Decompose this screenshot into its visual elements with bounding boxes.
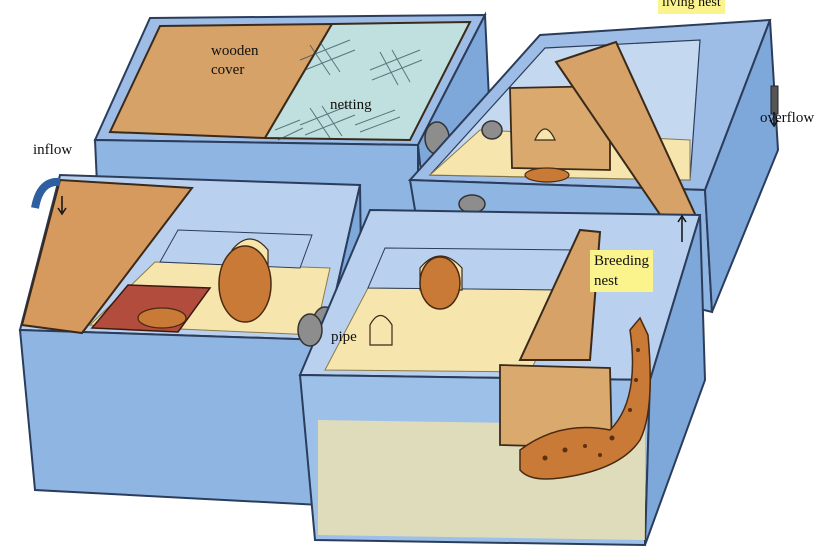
label-inflow: inflow bbox=[33, 141, 72, 159]
label-breeding-nest: Breeding nest bbox=[590, 250, 653, 292]
label-breeding-nest-line2: nest bbox=[594, 273, 618, 289]
label-netting: netting bbox=[330, 96, 372, 114]
salamander bbox=[219, 246, 271, 322]
label-overflow: overflow bbox=[760, 109, 814, 127]
label-breeding-nest-line1: Breeding bbox=[594, 253, 649, 269]
label-living-nest: living nest bbox=[658, 0, 725, 14]
label-wooden-cover-line1: wooden bbox=[211, 42, 259, 60]
label-pipe: pipe bbox=[331, 328, 357, 346]
label-wooden-cover-line2: cover bbox=[211, 61, 244, 79]
